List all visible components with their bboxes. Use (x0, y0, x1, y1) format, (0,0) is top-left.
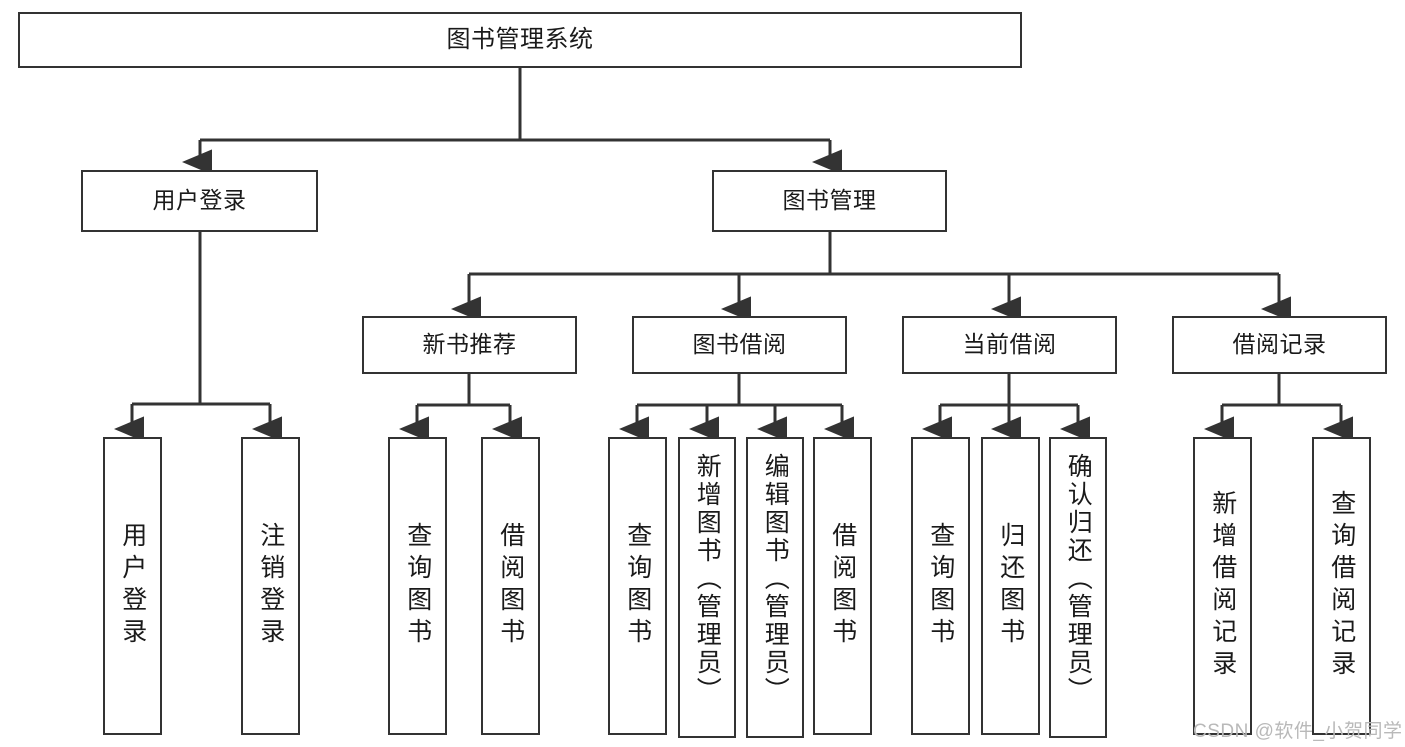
leaf-query-borrow-record-label: 查询借阅记录 (1327, 490, 1356, 682)
leaf-user-login-label: 用户登录 (118, 522, 147, 650)
leaf-edit-book-admin-label: 编辑图书（管理员） (761, 453, 790, 705)
node-user-login-label: 用户登录 (152, 187, 247, 214)
leaf-borrow-book[interactable]: 借阅图书 (813, 437, 872, 735)
leaf-logout[interactable]: 注销登录 (241, 437, 300, 735)
leaf-query-book-current-label: 查询图书 (926, 522, 955, 650)
node-book-borrow[interactable]: 图书借阅 (632, 316, 847, 374)
leaf-query-borrow-record[interactable]: 查询借阅记录 (1312, 437, 1371, 735)
node-root-system[interactable]: 图书管理系统 (18, 12, 1022, 68)
leaf-add-borrow-record[interactable]: 新增借阅记录 (1193, 437, 1252, 735)
leaf-add-book-admin[interactable]: 新增图书（管理员） (678, 437, 736, 738)
leaf-confirm-return-admin-label: 确认归还（管理员） (1064, 453, 1093, 705)
node-root-system-label: 图书管理系统 (446, 25, 594, 53)
leaf-logout-label: 注销登录 (256, 522, 285, 650)
leaf-confirm-return-admin[interactable]: 确认归还（管理员） (1049, 437, 1107, 738)
leaf-edit-book-admin[interactable]: 编辑图书（管理员） (746, 437, 804, 738)
leaf-borrow-book-recommend[interactable]: 借阅图书 (481, 437, 540, 735)
leaf-borrow-book-recommend-label: 借阅图书 (496, 522, 525, 650)
leaf-return-book-label: 归还图书 (996, 522, 1025, 650)
leaf-borrow-book-label: 借阅图书 (828, 522, 857, 650)
node-current-borrow-label: 当前借阅 (962, 331, 1057, 358)
leaf-user-login[interactable]: 用户登录 (103, 437, 162, 735)
node-new-book-recommend-label: 新书推荐 (422, 331, 517, 358)
node-user-login[interactable]: 用户登录 (81, 170, 318, 232)
node-book-manage-label: 图书管理 (782, 187, 877, 214)
leaf-query-book-current[interactable]: 查询图书 (911, 437, 970, 735)
leaf-add-book-admin-label: 新增图书（管理员） (693, 453, 722, 705)
node-new-book-recommend[interactable]: 新书推荐 (362, 316, 577, 374)
node-borrow-record[interactable]: 借阅记录 (1172, 316, 1387, 374)
node-current-borrow[interactable]: 当前借阅 (902, 316, 1117, 374)
leaf-query-book-recommend-label: 查询图书 (403, 522, 432, 650)
leaf-add-borrow-record-label: 新增借阅记录 (1208, 490, 1237, 682)
csdn-watermark: CSDN @软件_小贺同学 (1193, 721, 1403, 742)
node-book-borrow-label: 图书借阅 (692, 331, 787, 358)
node-borrow-record-label: 借阅记录 (1232, 331, 1327, 358)
leaf-return-book[interactable]: 归还图书 (981, 437, 1040, 735)
leaf-query-book-borrow[interactable]: 查询图书 (608, 437, 667, 735)
leaf-query-book-recommend[interactable]: 查询图书 (388, 437, 447, 735)
leaf-query-book-borrow-label: 查询图书 (623, 522, 652, 650)
node-book-manage[interactable]: 图书管理 (712, 170, 947, 232)
